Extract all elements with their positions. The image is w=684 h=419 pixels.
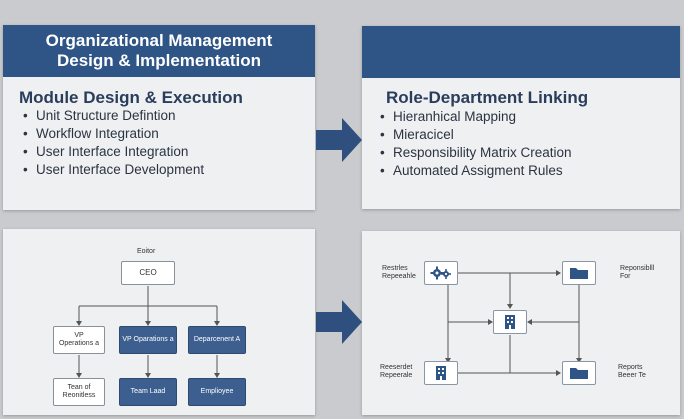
building-icon xyxy=(424,361,458,385)
header-bar: Organizational Management Design & Imple… xyxy=(3,25,315,77)
list-item: Unit Structure Defintion xyxy=(23,107,204,125)
folder-icon xyxy=(562,361,596,385)
right-arrow-icon xyxy=(316,118,362,162)
design-panel: Organizational Management Design & Imple… xyxy=(3,25,315,210)
org-chart-connectors xyxy=(76,286,220,378)
link-label: Reports Beeer Te xyxy=(618,364,646,379)
list-item: Hieranhical Mapping xyxy=(380,108,572,126)
role-linking-title: Role-Department Linking xyxy=(386,88,589,107)
header-bar xyxy=(362,26,680,78)
linking-connectors xyxy=(445,270,582,376)
list-item: Workflow Integration xyxy=(23,125,204,143)
vp-operations-node: VP Oparations a xyxy=(119,326,177,354)
role-linking-list: Hieranhical Mapping Mieracicel Responsib… xyxy=(380,108,572,180)
module-design-title: Module Design & Execution xyxy=(19,88,243,107)
team-node: Tean of Reonitless xyxy=(53,378,105,406)
linking-diagram-panel: Restrles Repeeahle Reponsiblll For Reese… xyxy=(362,231,680,415)
module-design-list: Unit Structure Defintion Workflow Integr… xyxy=(23,107,204,179)
org-chart-panel: Eoitor CEO VP Operations a VP Oparations… xyxy=(3,229,315,415)
list-item: User Interface Development xyxy=(23,161,204,179)
team-lead-node: Team Laad xyxy=(119,378,177,406)
page-title: Organizational Management Design & Imple… xyxy=(45,31,273,70)
linking-panel: Role-Department Linking Hieranhical Mapp… xyxy=(362,26,680,209)
list-item: Mieracicel xyxy=(380,126,572,144)
link-label: Reponsiblll For xyxy=(620,265,655,280)
ceo-node: CEO xyxy=(121,261,175,285)
list-item: Automated Assigment Rules xyxy=(380,162,572,180)
org-chart-caption: Eoitor xyxy=(137,248,156,255)
vp-node: VP Operations a xyxy=(53,326,105,354)
gears-icon xyxy=(424,261,458,285)
link-label: Reeserdet Repeerale xyxy=(380,364,413,379)
folder-icon xyxy=(562,261,596,285)
employee-node: Emplioyee xyxy=(188,378,246,406)
building-icon xyxy=(493,310,527,334)
list-item: Responsibility Matrix Creation xyxy=(380,144,572,162)
link-label: Restrles Repeeahle xyxy=(382,265,416,280)
department-node: Deparcenent A xyxy=(188,326,246,354)
list-item: User Interface Integration xyxy=(23,143,204,161)
right-arrow-icon xyxy=(316,300,362,344)
